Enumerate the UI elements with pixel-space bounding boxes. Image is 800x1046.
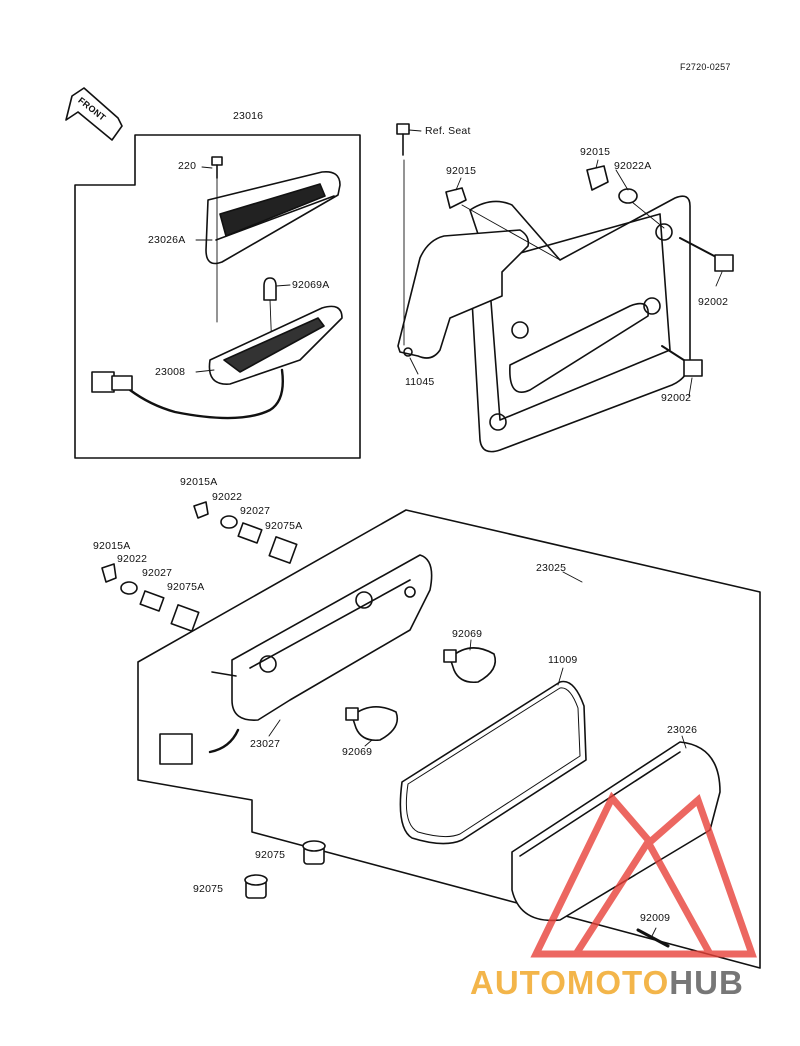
spacer-stack-lower bbox=[101, 563, 200, 632]
label-92075A-upper: 92075A bbox=[265, 520, 303, 532]
front-arrow-icon bbox=[65, 87, 123, 141]
screw-92009-part bbox=[636, 928, 670, 948]
lamp-assembly-box bbox=[74, 134, 361, 459]
label-23025: 23025 bbox=[536, 562, 567, 574]
label-92022-lower: 92022 bbox=[117, 553, 148, 565]
bolt-92002-top-part bbox=[679, 237, 734, 272]
figure-id-label: F2720-0257 bbox=[680, 62, 731, 72]
label-92075A-lower: 92075A bbox=[167, 581, 205, 593]
bulb-92069A-part bbox=[263, 277, 277, 301]
label-92015-right: 92015 bbox=[580, 146, 611, 158]
label-92075-lower: 92075 bbox=[193, 883, 224, 895]
lamp-housing-part bbox=[208, 305, 343, 385]
watermark-logo-icon bbox=[530, 791, 757, 958]
label-23016: 23016 bbox=[233, 110, 264, 122]
label-92002-bottom: 92002 bbox=[661, 392, 692, 404]
label-92075-upper: 92075 bbox=[255, 849, 286, 861]
label-92027-lower: 92027 bbox=[142, 567, 173, 579]
lamp-lens-part bbox=[205, 170, 341, 265]
label-92069-upper: 92069 bbox=[452, 628, 483, 640]
watermark-part1: AUTOMOTO bbox=[470, 964, 670, 1001]
label-ref-seat: Ref. Seat bbox=[425, 125, 471, 137]
tail-lamp-box bbox=[137, 509, 761, 969]
bracket-11045-part bbox=[397, 229, 530, 359]
label-23027: 23027 bbox=[250, 738, 281, 750]
ref-seat-bolt-part bbox=[396, 123, 410, 156]
label-92009: 92009 bbox=[640, 912, 671, 924]
leader-lines bbox=[195, 129, 723, 937]
label-23008: 23008 bbox=[155, 366, 186, 378]
washer-92022A-part bbox=[618, 188, 638, 204]
bolt-92002-bottom-part bbox=[661, 345, 703, 377]
label-92069-lower: 92069 bbox=[342, 746, 373, 758]
nut-92015-left-part bbox=[445, 187, 467, 209]
tail-lamp-body-part bbox=[211, 554, 433, 721]
label-92022A: 92022A bbox=[614, 160, 652, 172]
spacer-stack-upper bbox=[193, 501, 298, 564]
label-11009: 11009 bbox=[548, 654, 578, 666]
bulb-92069-lower-part bbox=[345, 706, 399, 742]
grommet-92075-lower-part bbox=[244, 874, 268, 899]
label-92015-left: 92015 bbox=[446, 165, 477, 177]
label-11045: 11045 bbox=[405, 376, 435, 388]
label-23026: 23026 bbox=[667, 724, 698, 736]
watermark-text: AUTOMOTOHUB bbox=[470, 964, 744, 1002]
label-92015A-lower: 92015A bbox=[93, 540, 131, 552]
label-92022-upper: 92022 bbox=[212, 491, 243, 503]
label-92027-upper: 92027 bbox=[240, 505, 271, 517]
grommet-92075-upper-part bbox=[302, 840, 326, 865]
watermark-part2: HUB bbox=[669, 964, 744, 1001]
wire-harness-part bbox=[91, 368, 284, 420]
plate-bracket-part bbox=[468, 195, 691, 453]
screw-220-part bbox=[211, 156, 223, 179]
bulb-92069-upper-part bbox=[443, 647, 497, 684]
label-23026A: 23026A bbox=[148, 234, 186, 246]
label-92002-top: 92002 bbox=[698, 296, 729, 308]
label-220: 220 bbox=[178, 160, 197, 172]
tail-harness-part bbox=[159, 728, 240, 765]
nut-92015-right-part bbox=[586, 165, 609, 191]
gasket-11009-part bbox=[399, 680, 587, 845]
label-92069A: 92069A bbox=[292, 279, 330, 291]
label-92015A-upper: 92015A bbox=[180, 476, 218, 488]
